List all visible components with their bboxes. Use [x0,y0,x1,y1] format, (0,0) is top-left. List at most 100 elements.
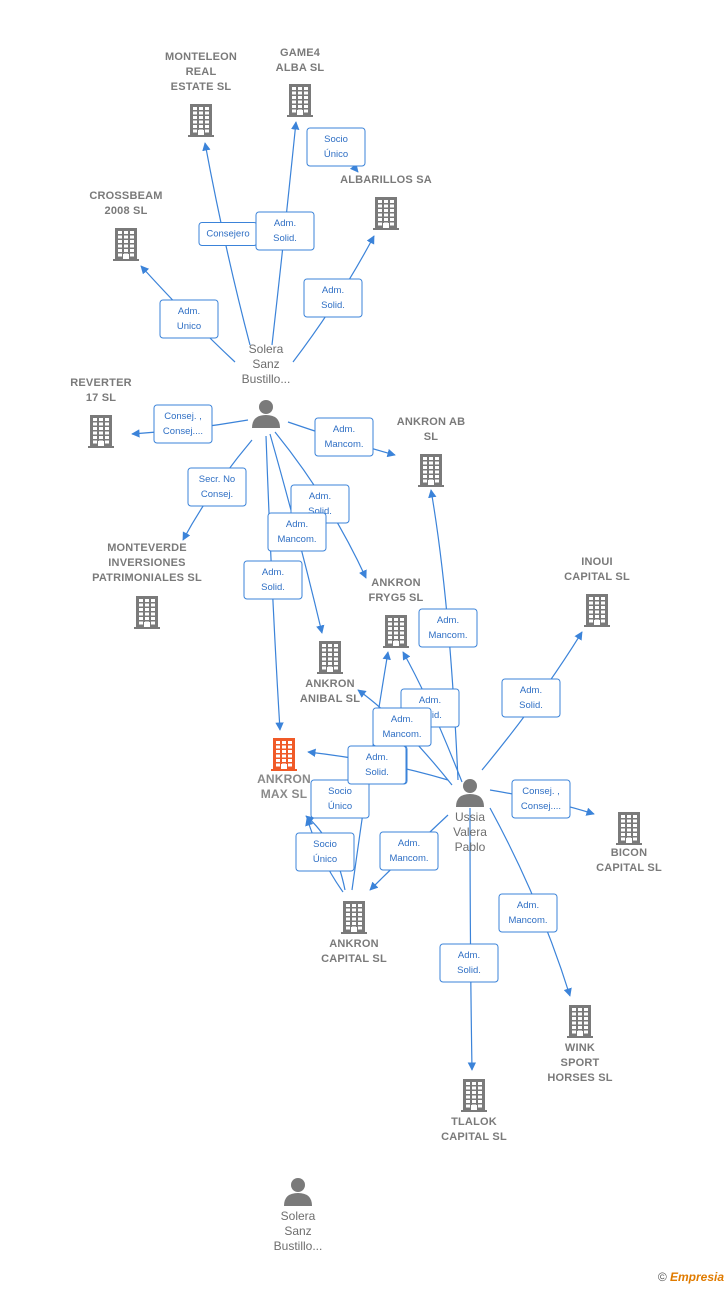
building-icon [567,1005,593,1038]
edge-label-box [379,831,439,871]
node-label: HORSES SL [547,1072,612,1084]
edge-label[interactable]: Adm.Solid. [501,678,561,718]
edge-label[interactable]: Adm. Mancom. [379,831,439,871]
building-icon [271,738,297,771]
edge-label[interactable]: Consej. ,Consej.... [153,404,213,444]
node-label: BICON [611,847,647,859]
node-label: MONTELEON [165,51,237,63]
person-icon [252,400,280,428]
edge-label[interactable]: Adm.Unico [159,299,219,339]
node-label: CAPITAL SL [441,1131,507,1143]
node-label: CROSSBEAM [89,190,162,202]
node-label: Bustillo... [242,372,291,386]
edge-label[interactable]: Adm.Mancom. [267,512,327,552]
edge-label-text: Adm. [458,950,480,961]
node-label: Valera [453,825,487,839]
edge-label-text: Adm. [517,900,539,911]
edge-label[interactable]: Adm.Solid. [243,560,303,600]
node-solera2[interactable]: SoleraSanzBustillo... [274,1178,323,1253]
edge-label-text: Adm. [391,714,413,725]
edge-label-text: Adm. [398,838,420,849]
edge-label-box [314,417,374,457]
edge-label-text: Consej. , [522,786,560,797]
edge-label-box [306,127,366,167]
node-solera1[interactable]: SoleraSanzBustillo... [242,342,291,428]
edge-line [202,142,251,346]
node-label: Ussia [455,810,485,824]
edge-label-text: Solid. [457,965,481,976]
node-monteleon[interactable]: MONTELEON REAL ESTATE SL [165,51,237,137]
footer-brand[interactable]: © Empresia [658,1270,724,1284]
node-label: ANKRON [371,577,420,589]
node-label: CAPITAL SL [564,571,630,583]
node-label: Bustillo... [274,1239,323,1253]
building-icon [287,84,313,117]
edge-label[interactable]: Adm.Solid. [347,745,407,785]
edge-label[interactable]: Adm.Mancom. [498,893,558,933]
building-icon [418,454,444,487]
edge-label-text: Consej.... [163,426,203,437]
edge-label[interactable]: Consej. ,Consej.... [511,779,571,819]
node-inoui[interactable]: INOUI CAPITAL SL [564,556,630,627]
node-label: REAL [186,66,217,78]
edge-label-text: Solid. [519,700,543,711]
node-label: GAME4 [280,47,321,59]
edge-label-box [187,467,247,507]
edge-label-text: Adm. [178,306,200,317]
node-label: SL [424,431,439,443]
edge-label[interactable]: Consejero [198,222,258,246]
node-label: PATRIMONIALES SL [92,572,202,584]
edge-label-text: Solid. [261,582,285,593]
edge-label[interactable]: Adm.Mancom. [372,707,432,747]
node-albarillos[interactable]: ALBARILLOS SA [340,174,432,230]
edge-label[interactable]: Adm.Solid. [255,211,315,251]
edge-label-text: Solid. [321,300,345,311]
edge-label-text: Adm. [286,519,308,530]
node-label: Pablo [455,840,486,854]
node-label: INOUI [581,556,613,568]
building-icon [461,1079,487,1112]
building-icon [341,901,367,934]
edge-label[interactable]: Adm.Solid. [303,278,363,318]
node-ankron_ab[interactable]: ANKRON AB SL [397,416,466,487]
edge-label-text: Único [313,854,337,865]
edge-label[interactable]: Adm.Mancom. [418,608,478,648]
edge-label-text: Socio [324,134,348,145]
edge-label-box [295,832,355,872]
building-icon [616,812,642,845]
node-label: CAPITAL SL [321,953,387,965]
edge-label-text: Solid. [308,506,332,517]
node-label: ANKRON AB [397,416,466,428]
edge-label-text: Adm. [437,615,459,626]
edge-label-text: Socio [328,786,352,797]
edge-label-box [498,893,558,933]
edge-label[interactable]: Adm. Solid. [439,943,499,983]
edge-label-box [153,404,213,444]
node-label: ANKRON [257,772,311,786]
node-label: ESTATE SL [171,81,232,93]
edge-label-text: Mancom. [389,853,428,864]
edge-label-text: Adm. [333,424,355,435]
edge-label[interactable]: Adm.Mancom. [314,417,374,457]
edge-label-box [310,779,370,819]
edge-label-box [418,608,478,648]
edge-label-text: Solid. [365,767,389,778]
edge-label-box [347,745,407,785]
